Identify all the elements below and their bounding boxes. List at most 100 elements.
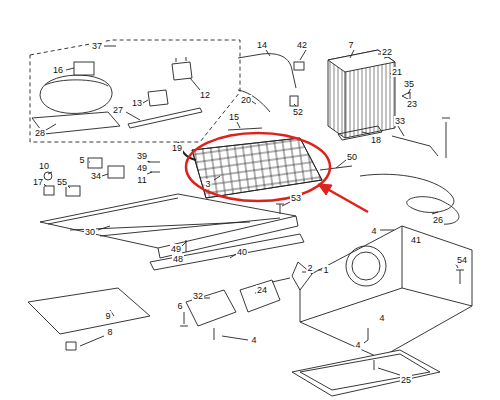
callout-number: 52 <box>292 107 304 117</box>
callout-number: 5 <box>78 155 85 165</box>
callout-number: 53 <box>290 193 302 203</box>
fan-shroud <box>346 246 386 286</box>
callout-number: 33 <box>394 116 406 126</box>
tube <box>238 54 296 88</box>
frame <box>40 194 298 258</box>
tube <box>228 128 262 130</box>
highlight <box>186 133 330 201</box>
screw <box>456 270 464 284</box>
callout-number: 24 <box>256 285 268 295</box>
terminal-cover <box>74 62 94 75</box>
callout-number: 28 <box>34 128 46 138</box>
group-outline <box>30 40 240 142</box>
callout-number: 10 <box>38 161 50 171</box>
callout-number: 49 <box>170 244 182 254</box>
plate <box>28 288 150 334</box>
callout-number: 35 <box>403 79 415 89</box>
callout-number: 8 <box>106 327 113 337</box>
condenser <box>328 50 395 138</box>
callout-number: 21 <box>391 67 403 77</box>
condenser <box>328 50 395 138</box>
screw <box>148 162 160 172</box>
callout-number: 4 <box>370 226 377 236</box>
callout-number: 18 <box>370 135 382 145</box>
callout-number: 54 <box>456 255 468 265</box>
compressor <box>40 75 112 113</box>
frame <box>48 198 298 258</box>
exploded-view <box>28 40 472 396</box>
relay <box>172 57 192 80</box>
fan-shroud <box>352 252 380 280</box>
callout-number: 27 <box>112 105 124 115</box>
callout-number: 42 <box>296 40 308 50</box>
callout-number: 34 <box>90 171 102 181</box>
condenser <box>328 50 395 138</box>
motor <box>272 278 290 282</box>
callout-number: 16 <box>52 65 64 75</box>
callout-number: 41 <box>410 235 422 245</box>
highlight <box>318 184 332 195</box>
callout-number: 20 <box>240 95 252 105</box>
screw <box>180 312 188 326</box>
callout-number: 25 <box>400 375 412 385</box>
callout-number: 4 <box>354 340 361 350</box>
fan-shroud <box>300 226 472 358</box>
callout-number: 6 <box>176 301 183 311</box>
motor-bracket <box>186 290 236 326</box>
screw <box>368 328 374 370</box>
overload <box>148 90 168 106</box>
part <box>378 54 410 100</box>
tube <box>128 108 202 128</box>
callout-number: 49 <box>136 163 148 173</box>
screw <box>214 328 215 340</box>
part <box>66 186 80 196</box>
callout-number: 4 <box>250 335 257 345</box>
part <box>44 186 54 195</box>
harness <box>360 174 459 224</box>
clip <box>294 62 304 70</box>
callout-number: 17 <box>32 177 44 187</box>
callout-number: 50 <box>346 152 358 162</box>
callout-number: 32 <box>192 291 204 301</box>
callout-number: 7 <box>347 40 354 50</box>
exploded-view <box>192 138 322 198</box>
callout-number: 26 <box>432 215 444 225</box>
rail <box>150 234 304 270</box>
fan-shroud <box>300 226 472 358</box>
tube <box>238 90 270 112</box>
callout-number: 30 <box>84 227 96 237</box>
callout-number: 55 <box>56 177 68 187</box>
callout-number: 2 <box>306 263 313 273</box>
callout-number: 4 <box>378 313 385 323</box>
exploded-view <box>300 354 430 390</box>
compressor <box>45 80 108 86</box>
callout-number: 23 <box>406 99 418 109</box>
condenser-coil <box>192 138 322 198</box>
highlight <box>186 133 368 212</box>
part <box>108 166 124 178</box>
motor <box>240 280 280 312</box>
grommet <box>44 172 52 180</box>
callout-number: 40 <box>236 247 248 257</box>
drip-pan <box>292 350 440 396</box>
callout-number: 13 <box>131 98 143 108</box>
callout-number: 15 <box>228 112 240 122</box>
callout-number: 22 <box>381 47 393 57</box>
callout-number: 1 <box>322 265 329 275</box>
callout-number: 9 <box>104 311 111 321</box>
callout-number: 14 <box>256 40 268 50</box>
callout-number: 19 <box>171 143 183 153</box>
foot <box>66 342 76 350</box>
callout-number: 39 <box>136 151 148 161</box>
fan-shroud <box>300 226 472 322</box>
callout-number: 11 <box>136 175 147 185</box>
part <box>88 158 102 168</box>
callout-number: 48 <box>172 254 184 264</box>
callout-number: 37 <box>91 41 103 51</box>
compressor <box>32 75 120 134</box>
leader-line <box>44 46 458 375</box>
motor <box>240 278 290 312</box>
callout-number: 12 <box>199 90 211 100</box>
callout-number: 3 <box>204 179 211 189</box>
